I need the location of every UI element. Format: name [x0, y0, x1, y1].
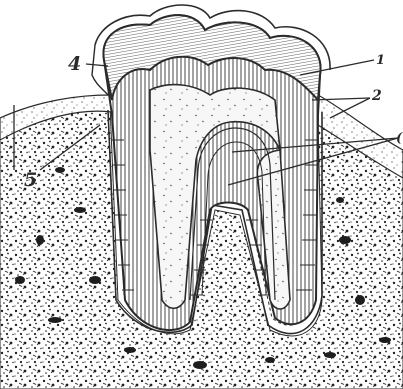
label-3: (: [396, 131, 403, 146]
label-1: 1: [376, 53, 385, 68]
label-5: 5: [24, 169, 37, 191]
label-4: 4: [68, 53, 81, 75]
label-2: 2: [371, 88, 382, 104]
